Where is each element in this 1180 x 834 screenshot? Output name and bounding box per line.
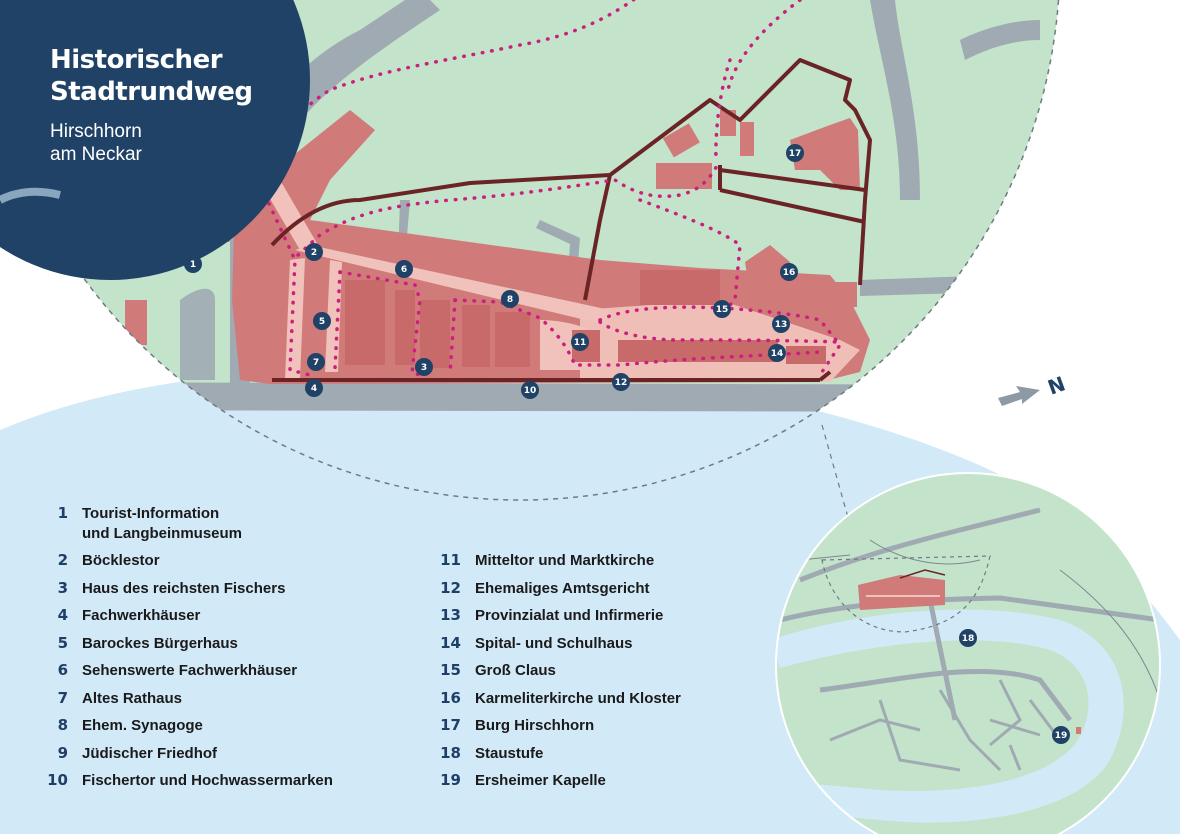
poi-marker-icon: 2 [305,243,323,261]
poi-marker-number: 5 [319,317,325,327]
poi-marker-icon: 13 [772,315,790,333]
title-circle [0,0,310,280]
poi-marker-icon: 15 [713,300,731,318]
poi-marker-dot [768,344,786,362]
north-arrow-icon: N [998,371,1068,406]
poi-marker-icon: 7 [307,353,325,371]
poi-marker-dot [395,260,413,278]
subtitle-line-1: Hirschhorn [50,121,142,142]
poi-marker-number: 8 [507,295,513,305]
poi-marker-number: 11 [574,338,587,348]
poi-marker-dot [313,312,331,330]
subtitle-line-2: am Neckar [50,144,142,165]
poi-marker-number: 3 [421,363,427,373]
poi-marker-icon: 16 [780,263,798,281]
poi-marker-icon: 18 [959,629,977,647]
poi-marker-icon: 14 [768,344,786,362]
poi-marker-dot [612,373,630,391]
poi-marker-icon: 6 [395,260,413,278]
poi-marker-number: 7 [313,358,319,368]
poi-marker-icon: 10 [521,381,539,399]
title-line-1: Historischer [50,45,223,75]
poi-marker-number: 14 [771,349,784,359]
poi-marker-number: 12 [615,378,628,388]
poi-marker-dot [959,629,977,647]
poi-marker-icon: 3 [415,358,433,376]
title-line-2: Stadtrundweg [50,77,253,107]
poi-marker-icon: 12 [612,373,630,391]
poi-marker-dot [780,263,798,281]
poi-marker-icon: 5 [313,312,331,330]
poi-marker-icon: 8 [501,290,519,308]
overview-map [776,473,1160,834]
poi-marker-dot [571,333,589,351]
poi-marker-dot [786,144,804,162]
poi-marker-number: 13 [775,320,788,330]
north-label: N [1044,371,1068,399]
poi-marker-dot [305,243,323,261]
poi-marker-number: 2 [311,248,317,258]
poi-marker-number: 1 [190,260,196,270]
poi-marker-number: 17 [789,149,802,159]
poi-marker-number: 6 [401,265,407,275]
poi-marker-icon: 1 [184,255,202,273]
town-wall [270,58,872,382]
poi-marker-dot [501,290,519,308]
poi-marker-dot [1052,726,1070,744]
poi-marker-dot [307,353,325,371]
poi-marker-number: 4 [311,384,317,394]
poi-marker-number: 15 [716,305,729,315]
poi-marker-number: 19 [1055,731,1068,741]
poi-marker-number: 16 [783,268,796,278]
poi-marker-icon: 19 [1052,726,1070,744]
poi-marker-number: 18 [962,634,975,644]
map-title: Historischer Stadtrundweg Hirschhorn am … [50,44,253,166]
poi-marker-dot [713,300,731,318]
poi-marker-dot [415,358,433,376]
poi-marker-dot [184,255,202,273]
poi-marker-dot [305,379,323,397]
poi-marker-icon: 17 [786,144,804,162]
poi-marker-icon: 11 [571,333,589,351]
poi-marker-number: 10 [524,386,537,396]
poi-marker-dot [772,315,790,333]
poi-marker-icon: 4 [305,379,323,397]
poi-marker-dot [521,381,539,399]
